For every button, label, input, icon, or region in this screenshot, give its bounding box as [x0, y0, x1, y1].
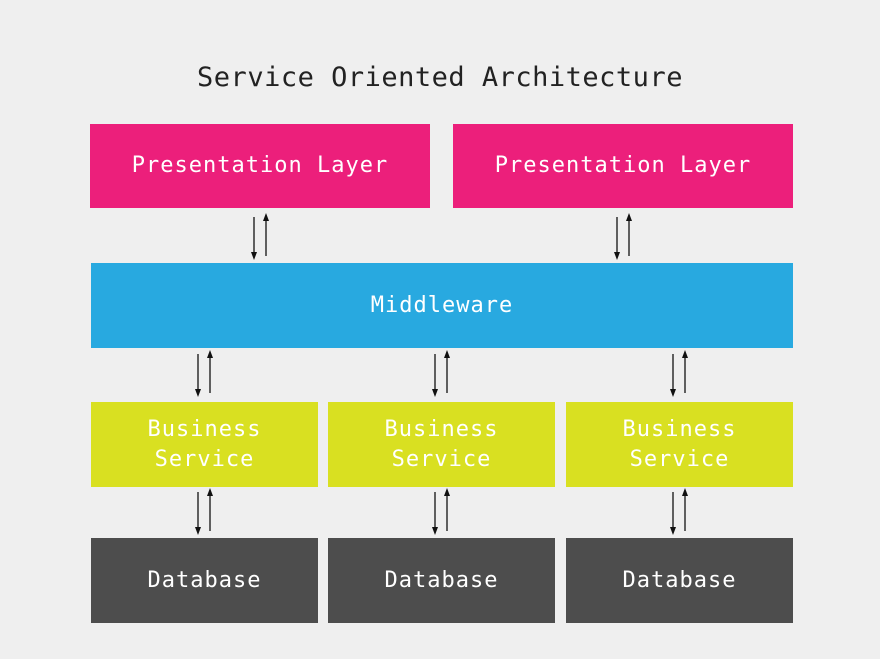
bidirectional-arrow — [432, 488, 450, 535]
bidirectional-arrow — [670, 488, 688, 535]
database-box-1: Database — [91, 538, 318, 623]
presentation-layer-label: Presentation Layer — [494, 153, 752, 178]
business-service-label-line1: Business — [147, 416, 262, 442]
business-service-label-line2: Service — [154, 446, 255, 472]
diagram-title: Service Oriented Architecture — [197, 62, 683, 93]
bidirectional-arrow — [432, 350, 450, 397]
bidirectional-arrow — [670, 350, 688, 397]
middleware-box: Middleware — [91, 263, 793, 348]
business-service-box-2: Business Service — [328, 402, 555, 487]
presentation-layer-label: Presentation Layer — [131, 153, 389, 178]
bidirectional-arrow — [195, 350, 213, 397]
business-service-box-3: Business Service — [566, 402, 793, 487]
database-label: Database — [384, 567, 499, 593]
bidirectional-arrow — [195, 488, 213, 535]
business-service-label-line2: Service — [391, 446, 492, 472]
presentation-layer-box-1: Presentation Layer — [90, 124, 430, 208]
database-box-3: Database — [566, 538, 793, 623]
presentation-layer-box-2: Presentation Layer — [453, 124, 793, 208]
database-box-2: Database — [328, 538, 555, 623]
business-service-label-line1: Business — [622, 416, 737, 442]
database-label: Database — [147, 567, 262, 593]
business-service-label-line2: Service — [629, 446, 730, 472]
database-label: Database — [622, 567, 737, 593]
business-service-label-line1: Business — [384, 416, 499, 442]
bidirectional-arrow — [614, 213, 632, 260]
business-service-box-1: Business Service — [91, 402, 318, 487]
middleware-label: Middleware — [370, 292, 514, 318]
bidirectional-arrow — [251, 213, 269, 260]
